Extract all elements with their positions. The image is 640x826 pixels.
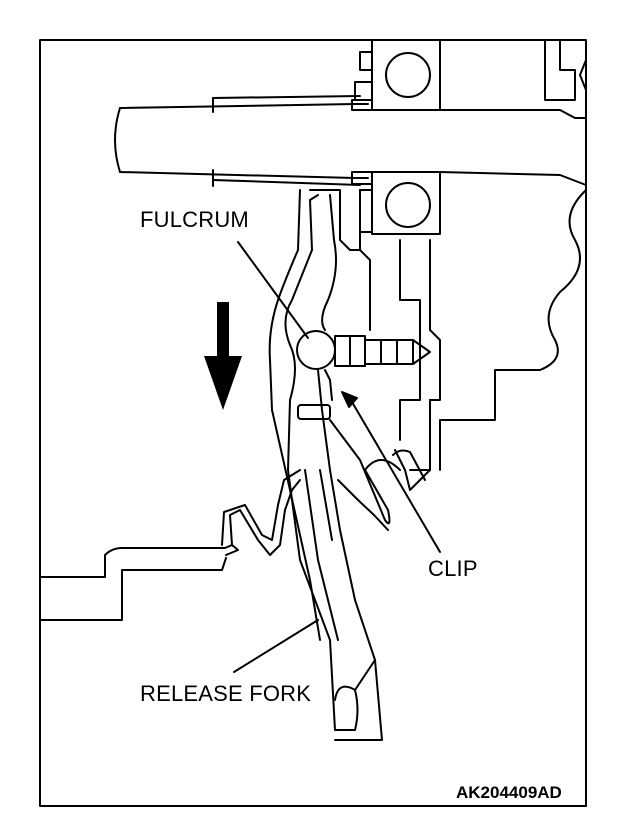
fulcrum-ball-stud xyxy=(296,330,431,370)
fulcrum-leader xyxy=(237,241,309,339)
fulcrum-label: FULCRUM xyxy=(140,207,249,232)
upper-bearing xyxy=(351,39,441,111)
fork-spring xyxy=(221,469,389,556)
clip-leader xyxy=(351,401,441,553)
input-shaft xyxy=(114,95,361,187)
figure-frame xyxy=(39,39,587,807)
release-fork-leader xyxy=(233,619,319,673)
release-fork xyxy=(268,189,383,741)
lower-bearing xyxy=(351,171,441,235)
arrow-down-icon xyxy=(204,302,242,410)
clip-leader-arrowhead xyxy=(341,391,358,408)
figure-code: AK204409AD xyxy=(456,783,562,802)
clip-label: CLIP xyxy=(428,556,478,581)
leader-lines xyxy=(233,241,441,673)
bearing-retainer xyxy=(309,189,371,331)
transmission-housing xyxy=(399,39,587,471)
release-fork-label: RELEASE FORK xyxy=(140,681,312,706)
clutch-housing xyxy=(39,544,233,621)
